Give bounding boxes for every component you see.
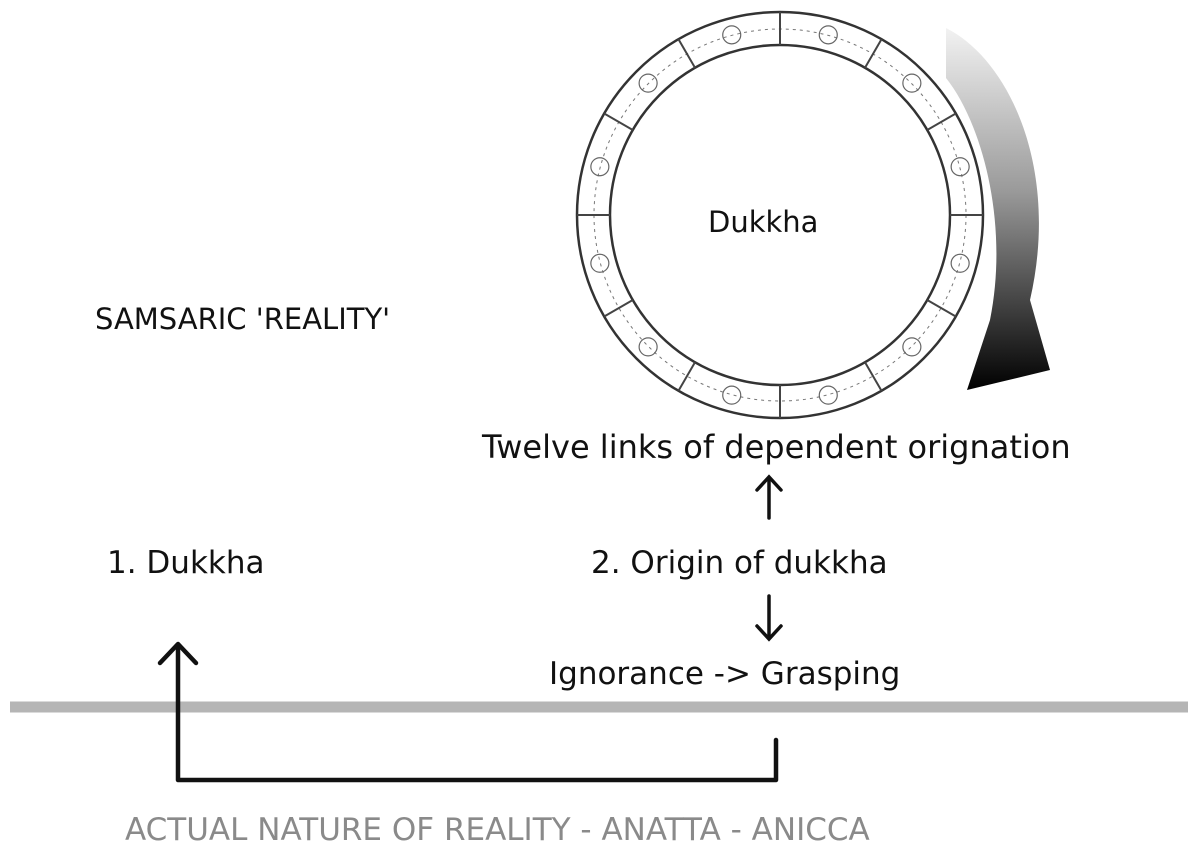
samsaric-reality-label: SAMSARIC 'REALITY' [95, 302, 390, 336]
arrow-down-to-ignorance [757, 596, 781, 639]
wheel-segment-figure [591, 254, 609, 272]
actual-nature-of-reality-label: ACTUAL NATURE OF REALITY - ANATTA - ANIC… [125, 812, 870, 848]
clockwise-arrow-icon [946, 28, 1050, 390]
arrow-up-to-twelve-links [757, 477, 781, 518]
twelve-links-label: Twelve links of dependent orignation [482, 428, 1071, 466]
wheel-segment-figure [819, 386, 837, 404]
wheel-segment-figure [951, 254, 969, 272]
wheel-segment-figure [639, 338, 657, 356]
ignorance-grasping-label: Ignorance -> Grasping [549, 656, 900, 692]
wheel-segment-divider [927, 300, 956, 317]
second-truth-origin-label: 2. Origin of dukkha [591, 545, 888, 581]
wheel-segment-figure [951, 158, 969, 176]
wheel-segment-divider [604, 300, 633, 317]
wheel-segment-figure [903, 338, 921, 356]
wheel-segment-divider [865, 39, 882, 68]
wheel-segment-divider [865, 362, 882, 391]
wheel-segment-divider [927, 114, 956, 131]
wheel-segment-divider [604, 114, 633, 131]
wheel-center-dukkha-label: Dukkha [708, 205, 818, 239]
first-truth-dukkha-label: 1. Dukkha [107, 545, 265, 581]
wheel-segment-figure [723, 386, 741, 404]
wheel-segment-divider [679, 362, 696, 391]
wheel-segment-divider [679, 39, 696, 68]
